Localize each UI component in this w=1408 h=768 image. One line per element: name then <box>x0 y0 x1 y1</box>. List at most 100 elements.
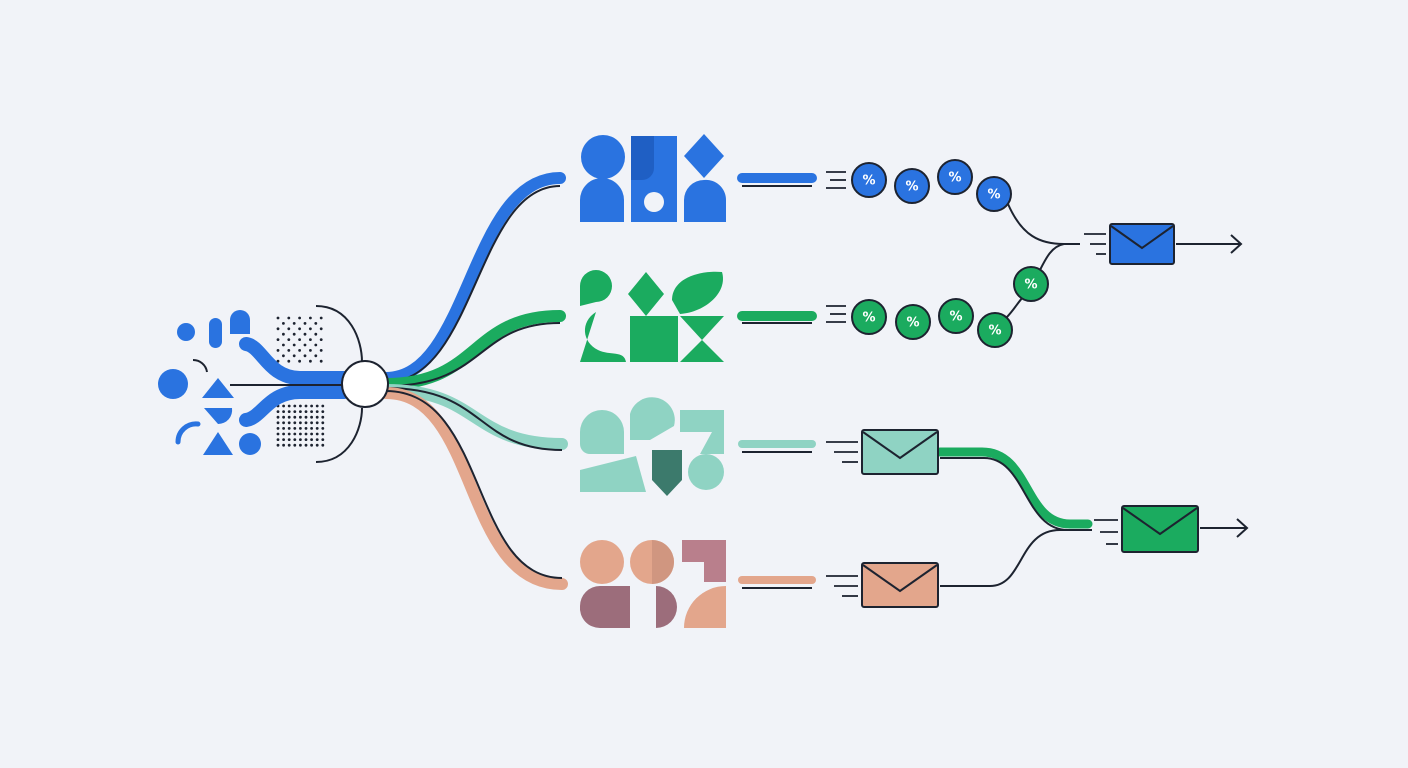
grid-dot <box>304 410 308 413</box>
grid-dot <box>310 443 313 447</box>
grid-dot <box>282 410 285 413</box>
grid-dot <box>276 316 280 320</box>
grid-dot <box>287 427 291 430</box>
merge-curve-blue <box>1007 203 1080 245</box>
source-dot-grid-top <box>276 316 323 363</box>
funnel-bracket-top <box>315 305 363 363</box>
grid-dot <box>321 421 325 425</box>
grid-dot <box>314 354 318 358</box>
arrow-right-icon <box>1200 518 1249 538</box>
merge-band-green <box>935 447 1093 529</box>
grid-dot <box>282 432 285 436</box>
source-small-curve <box>192 358 208 373</box>
tile-salmon-flag <box>682 540 726 582</box>
source-dot-small <box>177 323 195 341</box>
segment-tile-salmon <box>579 540 726 629</box>
grid-dot <box>319 359 323 363</box>
motion-lines-blue <box>826 171 846 189</box>
source-dot-grid-bottom <box>276 404 325 447</box>
connector-bars <box>737 173 817 589</box>
grid-dot <box>287 410 291 413</box>
percent-circle-icon: % <box>1013 266 1049 302</box>
grid-dot <box>287 421 291 425</box>
segment-tile-green <box>580 270 724 362</box>
percent-symbol: % <box>988 324 1001 339</box>
percent-symbol: % <box>905 180 918 195</box>
motion-lines-green <box>826 305 846 323</box>
tile-green-hook <box>580 270 612 306</box>
source-triangle-bottom <box>203 432 233 455</box>
grid-dot <box>293 432 297 436</box>
percent-circle-icon: % <box>851 299 887 335</box>
source-quarter <box>204 408 233 425</box>
grid-dot <box>319 338 323 341</box>
tile-blue-circle <box>581 135 625 179</box>
tile-mint-circle <box>688 454 724 490</box>
tile-salmon-lens <box>579 586 630 629</box>
grid-dot <box>276 427 280 430</box>
grid-dot <box>321 427 325 430</box>
grid-dot <box>319 327 323 331</box>
grid-dot <box>303 343 307 347</box>
merge-curve-green <box>1005 295 1025 319</box>
grid-dot <box>293 404 297 408</box>
tile-salmon-circle-mid-shade <box>652 540 674 584</box>
grid-dot <box>298 349 301 352</box>
grid-dot <box>282 438 285 441</box>
grid-dot <box>299 404 302 408</box>
grid-dot <box>304 404 308 408</box>
grid-dot <box>315 415 319 419</box>
motion-lines-output-green <box>1094 519 1118 545</box>
tile-green-bowtie <box>680 316 724 362</box>
grid-dot <box>282 415 285 419</box>
merge-curve-green-up <box>1039 243 1065 271</box>
grid-dot <box>315 438 319 441</box>
grid-dot <box>319 349 323 352</box>
grid-dot <box>321 432 325 436</box>
branch-line-mint <box>385 387 563 451</box>
funnel-bracket-bottom <box>315 407 363 463</box>
grid-dot <box>321 404 325 408</box>
source-dot-bottom <box>239 433 261 455</box>
grid-dot <box>287 438 291 441</box>
grid-dot <box>292 322 296 325</box>
grid-dot <box>304 432 308 436</box>
percent-circle-icon: % <box>895 304 931 340</box>
grid-dot <box>314 343 318 347</box>
source-triangle-top <box>202 378 234 398</box>
grid-dot <box>315 421 319 425</box>
grid-dot <box>309 327 312 331</box>
percent-symbol: % <box>987 188 1000 203</box>
grid-dot <box>276 415 280 419</box>
grid-dot <box>298 327 301 331</box>
funnel-band-upper <box>239 337 351 385</box>
envelope-routes <box>826 441 1093 597</box>
grid-dot <box>321 443 325 447</box>
output-green <box>1094 505 1249 553</box>
source-dot-large <box>158 369 188 399</box>
source-shapes <box>158 310 261 455</box>
grid-dot <box>309 338 312 341</box>
grid-dot <box>310 438 313 441</box>
grid-dot <box>282 443 285 447</box>
motion-lines-output-blue <box>1084 233 1106 255</box>
percent-circle-icon: % <box>977 312 1013 348</box>
grid-dot <box>303 354 307 358</box>
source-cluster <box>158 305 363 463</box>
grid-dot <box>287 443 291 447</box>
grid-dot <box>276 327 280 331</box>
tile-mint-hook <box>630 397 675 440</box>
hub-circle-icon <box>341 360 389 408</box>
output-blue <box>1084 223 1243 265</box>
grid-dot <box>315 427 319 430</box>
grid-dot <box>299 415 302 419</box>
grid-dot <box>299 421 302 425</box>
grid-dot <box>303 332 307 336</box>
source-pill <box>209 318 222 348</box>
segment-tile-mint <box>580 397 724 496</box>
percent-circle-icon: % <box>894 168 930 204</box>
grid-dot <box>309 316 312 320</box>
branch-line-blue <box>385 185 561 383</box>
